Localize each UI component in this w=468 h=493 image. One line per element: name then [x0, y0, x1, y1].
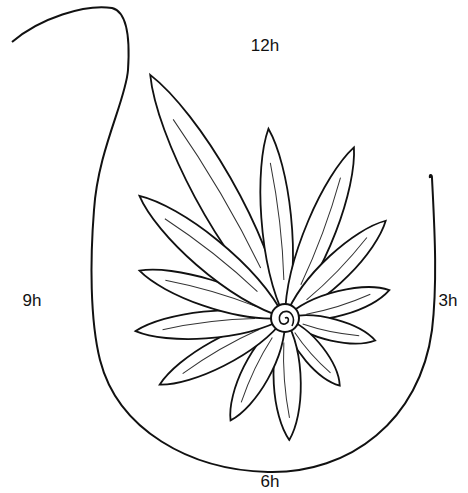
petal	[129, 183, 295, 330]
clock-position: 6h	[261, 473, 280, 490]
breast-outline	[12, 7, 435, 472]
clock-position: 9h	[23, 292, 42, 309]
clock-position: 12h	[251, 37, 279, 54]
clock-position: 3h	[439, 292, 458, 309]
flower	[129, 65, 395, 440]
outline-end	[430, 175, 432, 178]
flower-center	[271, 304, 299, 332]
